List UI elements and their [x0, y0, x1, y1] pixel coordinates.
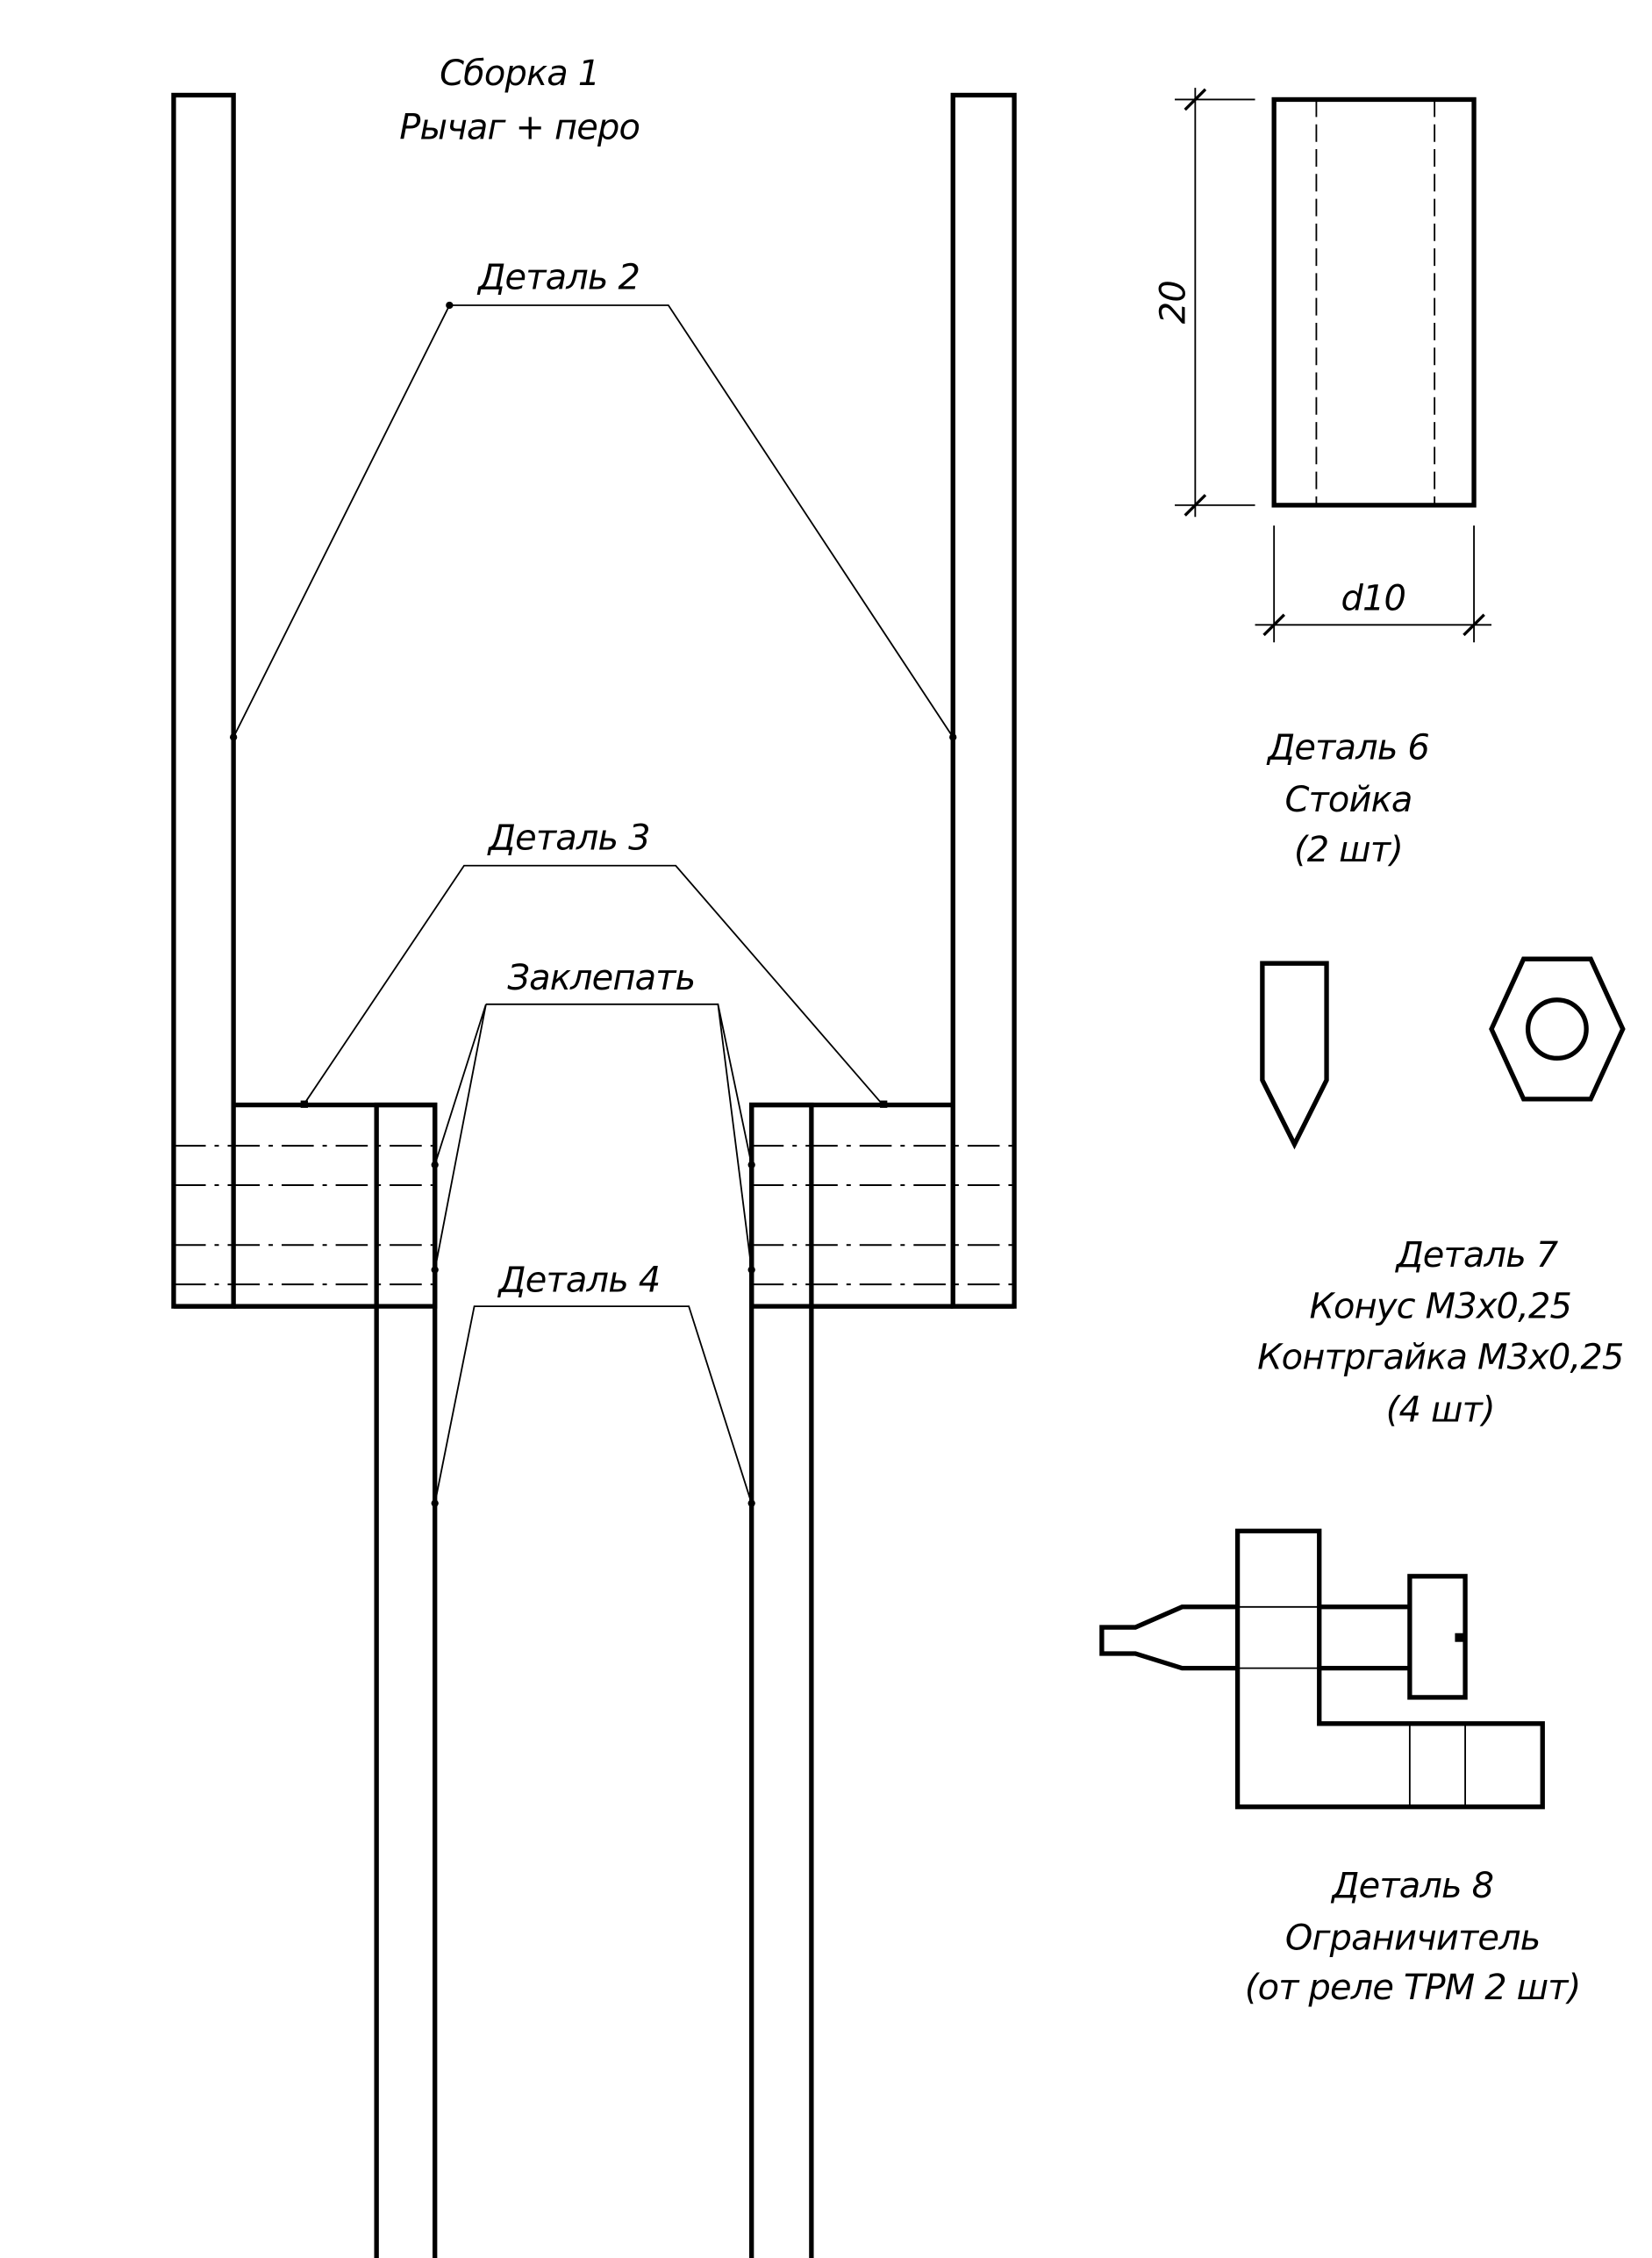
callout-detail-2: Деталь 2 [476, 258, 640, 298]
assembly-title: Сборка 1 [440, 54, 599, 94]
leader-detail-2: Деталь 2 [229, 258, 957, 741]
limiter-shaft [1099, 1604, 1410, 1671]
leader-rivet: Заклепать [431, 958, 755, 1274]
locknut-hexagon [1489, 956, 1626, 1102]
detail-6-name: Стойка [1284, 780, 1412, 820]
leader-detail-3: Деталь 3 [300, 818, 888, 1108]
detail-6-title: Деталь 6 [1266, 727, 1429, 768]
detail-6-drawing: 20 d10 Деталь 6 Стойка (2 шт) [1154, 88, 1492, 870]
detail-8-title: Деталь 8 [1330, 1866, 1493, 1906]
stand-body [1271, 96, 1477, 508]
callout-rivet: Заклепать [507, 958, 695, 998]
detail-7-line2: Контргайка М3х0,25 [1257, 1338, 1623, 1378]
detail-8-drawing: Деталь 8 Ограничитель (от реле ТРМ 2 шт) [1099, 1528, 1581, 2008]
left-outer-bar [171, 92, 236, 1309]
detail-7-drawing: Деталь 7 Конус М3х0,25 Контргайка М3х0,2… [1257, 956, 1626, 1431]
locknut-hole [1525, 997, 1589, 1061]
dimension-diameter-label: d10 [1341, 579, 1405, 619]
detail-7-line1: Конус М3х0,25 [1310, 1286, 1572, 1326]
leader-detail-4: Деталь 4 [431, 1260, 755, 1507]
left-block [233, 1102, 438, 1309]
detail-6-qty: (2 шт) [1294, 830, 1403, 870]
detail-7-qty: (4 шт) [1386, 1390, 1495, 1431]
right-block [749, 1102, 954, 1309]
right-inner-bar [749, 1102, 814, 2258]
dimension-diameter: d10 [1255, 525, 1492, 643]
detail-8-note: (от реле ТРМ 2 шт) [1245, 1968, 1581, 2008]
detail-7-title: Деталь 7 [1394, 1235, 1558, 1275]
cone [1260, 961, 1329, 1150]
assembly-1-drawing: Сборка 1 Рычаг + перо Деталь 2 Деталь 3 [171, 54, 1017, 2258]
assembly-subtitle: Рычаг + перо [399, 107, 640, 147]
limiter-body [1234, 1528, 1545, 1810]
centerlines [173, 1145, 1015, 1286]
right-outer-bar [950, 92, 1017, 1309]
dimension-height-label: 20 [1154, 281, 1194, 324]
dimension-height: 20 [1154, 88, 1255, 518]
left-inner-bar [374, 1102, 438, 2258]
detail-8-name: Ограничитель [1285, 1919, 1541, 1959]
callout-detail-4: Деталь 4 [497, 1260, 660, 1300]
callout-detail-3: Деталь 3 [487, 818, 650, 858]
